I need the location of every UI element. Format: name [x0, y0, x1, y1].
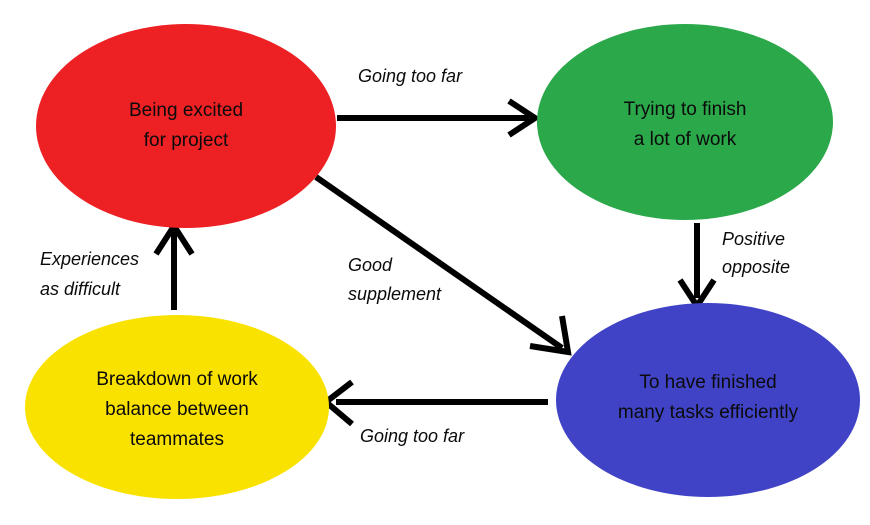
edge-red-to-blue [314, 174, 572, 356]
node-green-label-line2: a lot of work [634, 129, 737, 150]
edge-label-green-to-blue-line2: opposite [722, 257, 790, 277]
edge-label-green-to-blue-line1: Positive [722, 229, 785, 249]
edge-red-to-blue-arrowhead [529, 315, 572, 356]
node-yellow-label-line1: Breakdown of work [96, 369, 258, 390]
edge-green-to-blue [677, 223, 717, 312]
node-green[interactable]: Trying to finish a lot of work [537, 24, 833, 220]
node-yellow[interactable]: Breakdown of work balance between teamma… [25, 315, 329, 499]
edge-red-to-blue-line [314, 174, 564, 351]
node-blue-label-line2: many tasks efficiently [618, 402, 799, 423]
edge-blue-to-yellow [321, 379, 548, 427]
node-blue-ellipse[interactable] [556, 303, 860, 497]
node-red-label-line1: Being excited [129, 100, 243, 121]
node-green-ellipse[interactable] [537, 24, 833, 220]
edge-label-yellow-to-red-line1: Experiences [40, 249, 139, 269]
node-yellow-label-line3: teammates [130, 429, 224, 450]
node-red-ellipse[interactable] [36, 24, 336, 228]
node-blue[interactable]: To have finished many tasks efficiently [556, 303, 860, 497]
node-blue-label-line1: To have finished [639, 372, 776, 393]
edge-label-red-to-blue-line1: Good [348, 255, 393, 275]
edge-yellow-to-red [153, 220, 195, 310]
node-red[interactable]: Being excited for project [36, 24, 336, 228]
edge-red-to-green-arrowhead [507, 98, 541, 138]
edge-label-red-to-blue-line2: supplement [348, 284, 442, 304]
node-red-label-line2: for project [144, 130, 229, 151]
edge-label-blue-to-yellow: Going too far [360, 426, 465, 446]
node-yellow-label-line2: balance between [105, 399, 249, 420]
node-yellow-ellipse[interactable] [25, 315, 329, 499]
edge-label-yellow-to-red-line2: as difficult [40, 279, 121, 299]
node-green-label-line1: Trying to finish [624, 99, 747, 120]
edge-label-red-to-green: Going too far [358, 66, 463, 86]
edge-red-to-green [337, 98, 541, 138]
